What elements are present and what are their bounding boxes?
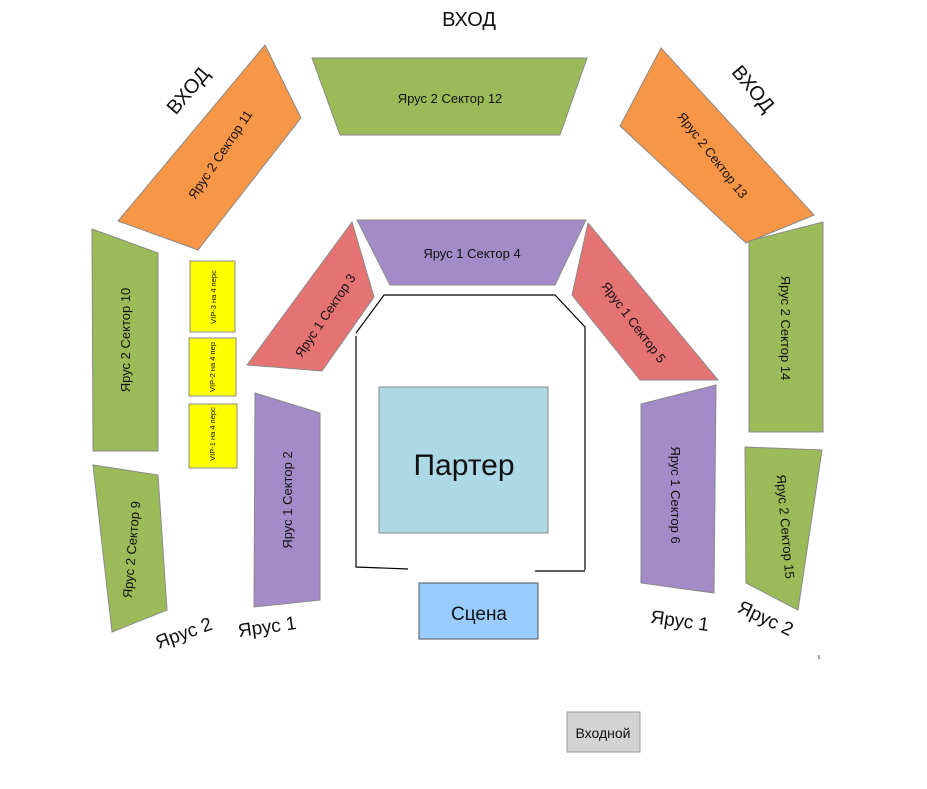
sector-tier1-4[interactable] <box>356 219 587 286</box>
sector-tier2-13[interactable] <box>619 47 815 244</box>
vip-box-3-label: VIP-3 на 4 перс <box>209 270 218 324</box>
sector-tier1-2[interactable] <box>253 392 321 608</box>
sector-tier2-14-label: Ярус 2 Сектор 14 <box>778 276 793 381</box>
sector-tier2-12-label: Ярус 2 Сектор 12 <box>398 91 503 106</box>
sector-tier2-15[interactable] <box>744 446 823 611</box>
sector-tier1-6[interactable] <box>640 384 717 594</box>
sector-tier2-14[interactable] <box>748 221 824 433</box>
tier-label-right-1: Ярус 1 <box>649 607 710 636</box>
parter-label: Партер <box>413 449 514 482</box>
sector-tier1-5[interactable] <box>571 221 720 381</box>
sector-tier1-6-label: Ярус 1 Сектор 6 <box>668 446 683 543</box>
entry-label: Входной <box>575 725 630 741</box>
vip-box-2-label: VIP-2 на 4 пер <box>208 342 217 392</box>
tier-label-left-1: Ярус 1 <box>237 613 298 642</box>
sector-tier2-12[interactable] <box>311 57 588 136</box>
vip-box-3[interactable] <box>189 260 236 333</box>
sector-tier2-10-label: Ярус 2 Сектор 10 <box>118 288 133 393</box>
sector-tier1-4-label: Ярус 1 Сектор 4 <box>423 246 520 261</box>
stage-area[interactable] <box>418 582 539 640</box>
parter-area[interactable] <box>378 386 549 534</box>
parter-boundary <box>355 294 586 572</box>
vip-box-1[interactable] <box>188 403 238 469</box>
tier-label-left-2: Ярус 2 <box>153 614 215 654</box>
entrance-top-label: ВХОД <box>442 9 496 31</box>
entry-box[interactable] <box>566 711 641 753</box>
sector-tier1-2-label: Ярус 1 Сектор 2 <box>280 451 295 548</box>
vip-box-2[interactable] <box>188 337 237 397</box>
sector-tier2-11[interactable] <box>117 44 302 251</box>
sector-tier2-10[interactable] <box>91 228 159 452</box>
sector-tier1-3[interactable] <box>246 220 375 372</box>
sector-tier2-9[interactable] <box>92 464 168 633</box>
entrance-left-label: ВХОД <box>163 63 215 119</box>
entrance-right-label: ВХОД <box>727 61 779 117</box>
stage-label: Сцена <box>451 604 507 625</box>
vip-box-1-label: VIP-1 на 4 перс <box>208 407 217 461</box>
